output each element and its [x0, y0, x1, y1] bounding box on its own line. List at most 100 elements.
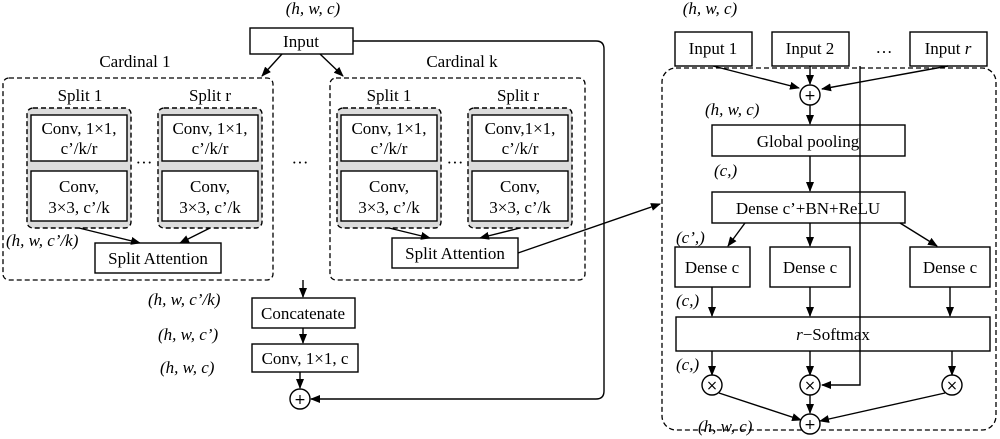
plus-symbol: + — [294, 392, 306, 408]
split-attention-label: Split Attention — [108, 249, 208, 268]
ellipsis: ··· — [292, 153, 309, 172]
input-r-box — [909, 31, 988, 67]
inputs-ellipsis: … — [876, 38, 893, 57]
global-pooling-label: Global pooling — [757, 132, 860, 151]
dense-c-label: Dense c — [685, 258, 740, 277]
conv-3x3-text-line1: Conv, — [190, 177, 230, 196]
multiply-node — [701, 374, 723, 396]
conv-3x3-text-line1: Conv, — [500, 177, 540, 196]
arrow — [319, 53, 344, 77]
arrow — [261, 53, 283, 77]
dense-dims-label: (c’,) — [676, 228, 705, 247]
mult-dims-label: (c,) — [676, 355, 699, 374]
arrow — [78, 227, 141, 245]
conv-3x3-box — [30, 170, 128, 222]
arrow — [819, 392, 946, 423]
dense-c-label: Dense c — [923, 258, 978, 277]
conv-1x1-box — [340, 114, 438, 162]
dense-bn-relu-box — [711, 191, 906, 224]
multiply-node — [941, 374, 963, 396]
cardinal-k-group — [329, 77, 586, 281]
dense-c-label: Dense c — [783, 258, 838, 277]
concat-out-dims-label: (h, w, c’) — [158, 325, 218, 344]
conv-out-dims-label: (h, w, c) — [160, 358, 215, 377]
split-attention-box — [391, 237, 519, 269]
arrow — [479, 227, 521, 240]
r-softmax-label: r−Softmax — [796, 325, 870, 344]
conv-final-label: Conv, 1×1, c — [262, 349, 349, 368]
arrow — [899, 222, 938, 247]
output-dims-label: (h, w, c) — [698, 417, 753, 436]
split-attention-frame — [661, 67, 997, 431]
sum-dims-label: (h, w, c) — [705, 100, 760, 119]
conv-3x3-text-line1: Conv, — [59, 177, 99, 196]
conv-1x1-text-line2: c’/k/r — [61, 139, 98, 158]
cardinal-1-split-r-title: Split r — [189, 86, 231, 105]
conv-1x1-box — [161, 114, 259, 162]
concatenate-label: Concatenate — [261, 304, 345, 323]
r-softmax-box — [675, 316, 991, 352]
input-1-box — [674, 31, 753, 67]
times-symbol: × — [706, 378, 718, 394]
conv-1x1-text-line1: Conv,1×1, — [485, 119, 556, 138]
skip-connection — [310, 40, 605, 403]
conv-1x1-text-line2: c’/k/r — [192, 139, 229, 158]
conv-3x3-text-line2: 3×3, c’/k — [48, 198, 110, 217]
concatenate-box — [251, 297, 356, 329]
dense-c-box-1 — [674, 246, 751, 288]
cardinal-k-title: Cardinal k — [426, 52, 498, 71]
cardinal-k-split-r-title: Split r — [497, 86, 539, 105]
resnest-block: (h, w, c) Input Cardinal 1 Split 1 Split… — [2, 0, 661, 410]
input-box — [249, 27, 354, 55]
conv-1x1-text-line1: Conv, 1×1, — [172, 119, 247, 138]
right-top-dims-label: (h, w, c) — [683, 0, 738, 18]
dense-bn-relu-label: Dense c’+BN+ReLU — [736, 199, 880, 218]
conv-3x3-text-line2: 3×3, c’/k — [489, 198, 551, 217]
input-2-skip — [821, 66, 861, 389]
input-2-label: Input 2 — [786, 39, 835, 58]
dense-c-box-r — [909, 246, 991, 288]
plus-symbol: + — [804, 417, 816, 433]
arrow — [712, 65, 800, 90]
pool-dims-label: (c,) — [714, 161, 737, 180]
cardinal-k-split-1-title: Split 1 — [367, 86, 412, 105]
conv-1x1-text-line2: c’/k/r — [502, 139, 539, 158]
arrow — [821, 65, 949, 92]
split-attention-label: Split Attention — [405, 244, 505, 263]
ellipsis: ··· — [136, 153, 153, 172]
concat-in-dims-label: (h, w, c’/k) — [148, 290, 221, 309]
ellipsis: ··· — [447, 153, 464, 172]
times-symbol: × — [804, 378, 816, 394]
cardinal-1-group — [2, 77, 274, 281]
conv-3x3-box — [340, 170, 438, 222]
conv-3x3-text-line2: 3×3, c’/k — [179, 198, 241, 217]
arrow — [388, 227, 431, 240]
cardinal-1-title: Cardinal 1 — [99, 52, 170, 71]
conv-1x1-text-line1: Conv, 1×1, — [351, 119, 426, 138]
conv-3x3-text-line1: Conv, — [369, 177, 409, 196]
input-label: Input — [283, 32, 319, 51]
global-pooling-box — [711, 124, 906, 157]
input-1-label: Input 1 — [689, 39, 738, 58]
conv-3x3-box — [471, 170, 569, 222]
softmax-in-dims-label: (c,) — [676, 291, 699, 310]
input-2-box — [771, 31, 850, 67]
conv-final-box — [251, 343, 359, 373]
arrow — [517, 203, 661, 254]
plus-symbol: + — [804, 88, 816, 104]
dense-c-box-2 — [769, 246, 851, 288]
conv-1x1-text-line2: c’/k/r — [371, 139, 408, 158]
conv-1x1-text-line1: Conv, 1×1, — [41, 119, 116, 138]
input-r-label: Input r — [925, 39, 972, 58]
cardinal-1-split-1-title: Split 1 — [58, 86, 103, 105]
arrow — [179, 227, 211, 244]
arrow — [727, 222, 746, 247]
times-symbol: × — [946, 378, 958, 394]
arrow — [718, 392, 802, 421]
conv-1x1-box — [471, 114, 569, 162]
conv-3x3-text-line2: 3×3, c’/k — [358, 198, 420, 217]
conv-1x1-box — [30, 114, 128, 162]
output-sum-node — [799, 413, 821, 435]
top-dims-label: (h, w, c) — [286, 0, 341, 18]
